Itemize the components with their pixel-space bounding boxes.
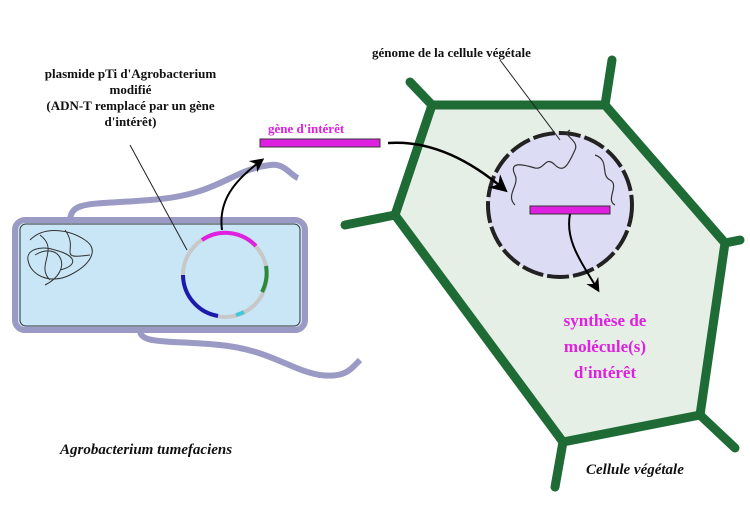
arrow-nucleus-to-synthesis — [568, 213, 600, 293]
plasmid-pointer-line — [129, 144, 188, 251]
bacterial-chromosome — [27, 229, 93, 286]
flagellum-bottom — [137, 329, 363, 379]
plasmid-label-line: plasmide pTi d'Agrobacterium — [44, 66, 217, 81]
nucleus — [486, 131, 634, 279]
synthesis-label-line: d'intérêt — [573, 363, 637, 382]
synthesis-label-line: molécule(s) — [563, 337, 647, 356]
plasmid-label-line: d'intérêt) — [104, 114, 157, 129]
genome-label: génome de la cellule végétale — [372, 45, 531, 60]
plasmid-label: plasmide pTi d'Agrobacterium modifié (AD… — [18, 66, 243, 130]
gene-label: gène d'intérêt — [268, 121, 345, 136]
plant-cell-label: Cellule végétale — [586, 462, 684, 478]
bacterium-label: Agrobacterium tumefaciens — [60, 442, 233, 458]
flagellum-top — [67, 161, 300, 223]
plant-genome-dna — [510, 129, 616, 206]
plant-cell — [340, 55, 745, 492]
synthesis-label-line: synthèse de — [563, 311, 647, 330]
plasmid — [181, 230, 269, 319]
arrow-gene-to-nucleus — [387, 141, 508, 193]
bacterium-wall — [12, 217, 308, 333]
arrow-plasmid-to-gene — [220, 158, 265, 231]
integrated-gene-bar — [529, 205, 611, 215]
genome-pointer-line — [499, 59, 561, 141]
plasmid-label-line: modifié — [109, 82, 152, 97]
plasmid-label-line: (ADN-T remplacé par un gène — [46, 98, 215, 113]
gene-of-interest-bar — [259, 138, 381, 148]
bacterium — [12, 161, 363, 379]
synthesis-label: synthèse de molécule(s) d'intérêt — [540, 308, 670, 386]
